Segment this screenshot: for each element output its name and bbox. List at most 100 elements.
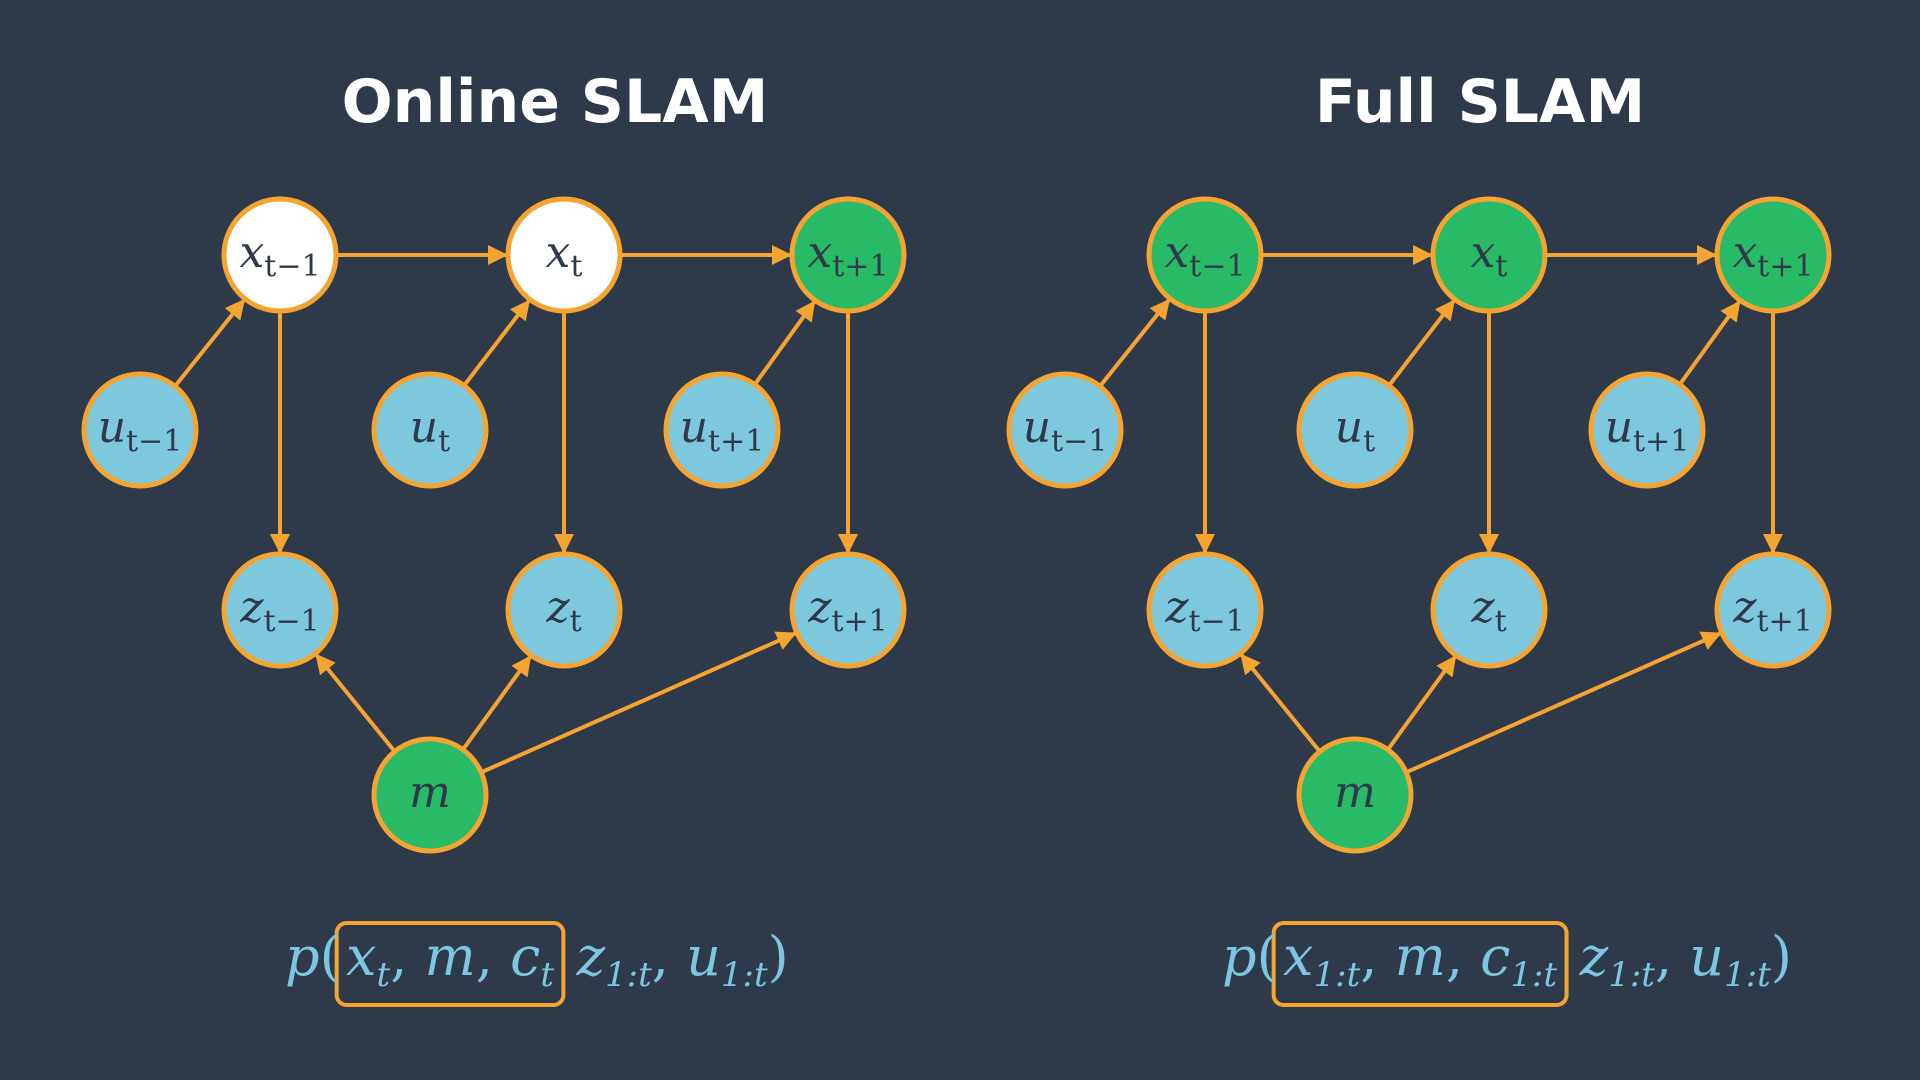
full-slam-node-z_t: zt	[1430, 551, 1548, 669]
full-slam-node-m: m	[1296, 736, 1414, 854]
node-circle	[1146, 551, 1264, 669]
full-slam-edge-u_t-to-x_t	[1387, 299, 1456, 387]
node-circle	[1588, 371, 1706, 489]
formula-open-paren: (	[320, 925, 341, 988]
node-label: zt−1	[1164, 582, 1244, 639]
online-slam-edge-m-to-z_tp1	[480, 631, 797, 775]
node-label-base: u	[1605, 402, 1633, 453]
node-label: zt	[1470, 582, 1506, 639]
node-circle	[1430, 196, 1548, 314]
node-label: zt−1	[239, 582, 319, 639]
node-circle	[221, 551, 339, 669]
node-label: ut	[410, 402, 450, 459]
node-label: xt	[1471, 227, 1508, 284]
full-slam-node-z_tp1: zt+1	[1714, 551, 1832, 669]
node-label: m	[1334, 767, 1376, 818]
formula-separator: ,	[652, 925, 686, 988]
node-label-base: u	[410, 402, 438, 453]
node-label-base: m	[409, 767, 451, 818]
online-slam-edge-m-to-z_t	[461, 655, 532, 751]
node-label-subscript: t−1	[1189, 249, 1245, 284]
full-slam-edge-m-to-z_tm1	[1239, 653, 1322, 753]
node-label-base: x	[807, 227, 832, 278]
full-slam-title: Full SLAM	[1315, 67, 1645, 137]
node-circle	[789, 551, 907, 669]
formula-term-subscript: 1:t	[1314, 955, 1361, 995]
node-label-base: z	[239, 582, 264, 633]
online-slam-edge-u_tp1-to-x_tp1	[753, 300, 816, 386]
node-label-base: u	[1023, 402, 1051, 453]
node-label: ut−1	[1023, 402, 1108, 459]
formula-func: p	[285, 925, 320, 988]
node-label-base: u	[1335, 402, 1363, 453]
node-circle	[371, 371, 489, 489]
node-circle	[789, 196, 907, 314]
node-label: xt+1	[1732, 227, 1813, 284]
node-label-base: x	[1164, 227, 1189, 278]
formula-separator: ,	[1360, 925, 1394, 988]
node-label-subscript: t−1	[1051, 424, 1107, 459]
formula-term-base: x	[1283, 925, 1313, 988]
formula-term-base: u	[686, 925, 721, 988]
node-label-subscript: t	[1495, 249, 1507, 284]
node-label: m	[409, 767, 451, 818]
full-slam-estimated-terms-box	[1271, 921, 1569, 1007]
node-label-base: z	[1470, 582, 1495, 633]
node-label-base: x	[1471, 227, 1496, 278]
full-slam-edges	[1098, 245, 1783, 775]
node-label-subscript: t	[1495, 604, 1507, 639]
full-slam-formula-text: p( x1:t, m, c1:t z1:t, u1:t)	[1222, 925, 1792, 995]
formula-func: p	[1222, 925, 1257, 988]
node-label-subscript: t	[570, 249, 582, 284]
online-slam-title: Online SLAM	[342, 67, 769, 137]
node-circle	[505, 196, 623, 314]
full-slam-edge-m-to-z_t	[1386, 655, 1457, 751]
online-slam-node-u_t: ut	[371, 371, 489, 489]
node-label-subscript: t−1	[263, 604, 319, 639]
node-label-base: z	[545, 582, 570, 633]
formula-term-subscript: 1:t	[1608, 955, 1655, 995]
node-label-subscript: t+1	[831, 604, 887, 639]
node-label-subscript: t	[438, 424, 450, 459]
node-label-subscript: t+1	[1633, 424, 1689, 459]
formula-separator: ,	[476, 925, 510, 988]
formula-close-paren: )	[768, 925, 789, 988]
node-label-subscript: t−1	[126, 424, 182, 459]
online-slam-node-z_t: zt	[505, 551, 623, 669]
node-label-subscript: t+1	[1756, 604, 1812, 639]
node-label: xt−1	[1164, 227, 1245, 284]
node-circle	[1146, 196, 1264, 314]
full-slam-edge-u_tm1-to-x_tm1	[1098, 298, 1171, 388]
node-label-subscript: t+1	[832, 249, 888, 284]
formula-separator: ,	[1655, 925, 1689, 988]
online-slam-edge-u_tm1-to-x_tm1	[173, 298, 246, 388]
online-slam-formula: p( xt, m, ct z1:t, u1:t)	[285, 921, 789, 1007]
full-slam-node-u_t: ut	[1296, 371, 1414, 489]
node-label-subscript: t+1	[1757, 249, 1813, 284]
formula-term-subscript: t	[540, 955, 554, 995]
full-slam-node-x_tp1: xt+1	[1714, 196, 1832, 314]
node-label: ut+1	[1605, 402, 1690, 459]
node-circle	[505, 551, 623, 669]
online-slam-node-x_tp1: xt+1	[789, 196, 907, 314]
full-slam-edge-u_tp1-to-x_tp1	[1678, 300, 1741, 386]
formula-term-base: u	[1689, 925, 1724, 988]
full-slam-edge-m-to-z_tp1	[1405, 631, 1722, 775]
node-label-base: x	[546, 227, 571, 278]
node-circle	[371, 736, 489, 854]
node-label: zt+1	[807, 582, 887, 639]
node-label: ut+1	[680, 402, 765, 459]
node-circle	[1006, 371, 1124, 489]
formula-term-base: c	[510, 925, 540, 988]
formula-separator: ,	[1446, 925, 1480, 988]
node-label-base: m	[1334, 767, 1376, 818]
node-circle	[1714, 551, 1832, 669]
node-circle	[221, 196, 339, 314]
full-slam-formula: p( x1:t, m, c1:t z1:t, u1:t)	[1222, 921, 1792, 1007]
online-slam-edges	[173, 245, 858, 775]
full-slam-node-x_tm1: xt−1	[1146, 196, 1264, 314]
